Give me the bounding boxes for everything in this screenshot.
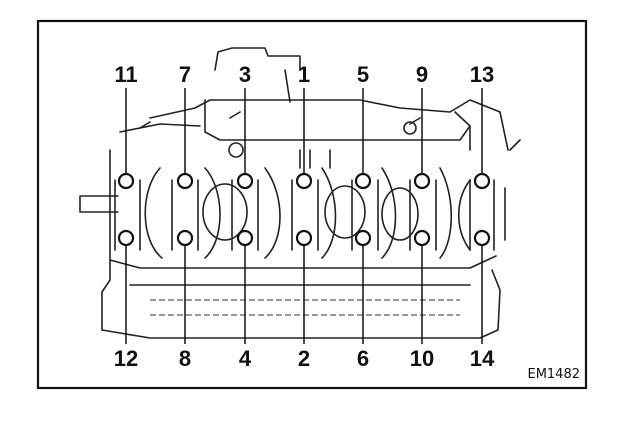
bolt-head-top bbox=[473, 172, 491, 190]
bolt-head-top bbox=[117, 172, 135, 190]
bolt-number-bottom: 2 bbox=[298, 346, 310, 371]
bolt-number-top: 13 bbox=[470, 62, 494, 87]
bolt-head-top bbox=[413, 172, 431, 190]
bolt-pair: 9 10 bbox=[410, 62, 434, 371]
bolt-head-top bbox=[236, 172, 254, 190]
figure-frame bbox=[36, 19, 588, 390]
bolt-number-bottom: 8 bbox=[179, 346, 191, 371]
bolt-pair: 56 bbox=[354, 62, 372, 371]
bolt-number-bottom: 6 bbox=[357, 346, 369, 371]
bolt-number-bottom: 4 bbox=[239, 346, 252, 371]
bolt-pair: 12 bbox=[295, 62, 313, 371]
bolt-pair: 78 bbox=[176, 62, 194, 371]
bolt-pair: 13 14 bbox=[470, 62, 495, 371]
figure-code: EM1482 bbox=[527, 367, 580, 382]
bolt-number-top: 9 bbox=[416, 62, 428, 87]
bolt-head-bottom bbox=[117, 229, 135, 247]
bolt-number-bottom: 14 bbox=[470, 346, 495, 371]
bolt-pair: 34 bbox=[236, 62, 254, 371]
bolt-number-top: 1 bbox=[298, 62, 310, 87]
bolt-number-bottom: 10 bbox=[410, 346, 434, 371]
bolt-number-top: 11 bbox=[114, 62, 137, 87]
bolt-number-bottom: 12 bbox=[114, 346, 138, 371]
bolt-head-bottom bbox=[473, 229, 491, 247]
bolt-number-top: 5 bbox=[357, 62, 369, 87]
bolt-number-top: 3 bbox=[239, 62, 251, 87]
bolt-head-bottom bbox=[295, 229, 313, 247]
bolt-head-bottom bbox=[413, 229, 431, 247]
bolt-head-bottom bbox=[354, 229, 372, 247]
bearing-caps bbox=[114, 179, 495, 251]
bolt-number-top: 7 bbox=[179, 62, 191, 87]
bolt-head-bottom bbox=[176, 229, 194, 247]
bolt-head-top bbox=[354, 172, 372, 190]
bolt-head-top bbox=[295, 172, 313, 190]
bolt-pair: 11 12 bbox=[114, 62, 138, 371]
bolt-head-top bbox=[176, 172, 194, 190]
engine-block-drawing bbox=[79, 47, 521, 339]
bolt-head-bottom bbox=[236, 229, 254, 247]
